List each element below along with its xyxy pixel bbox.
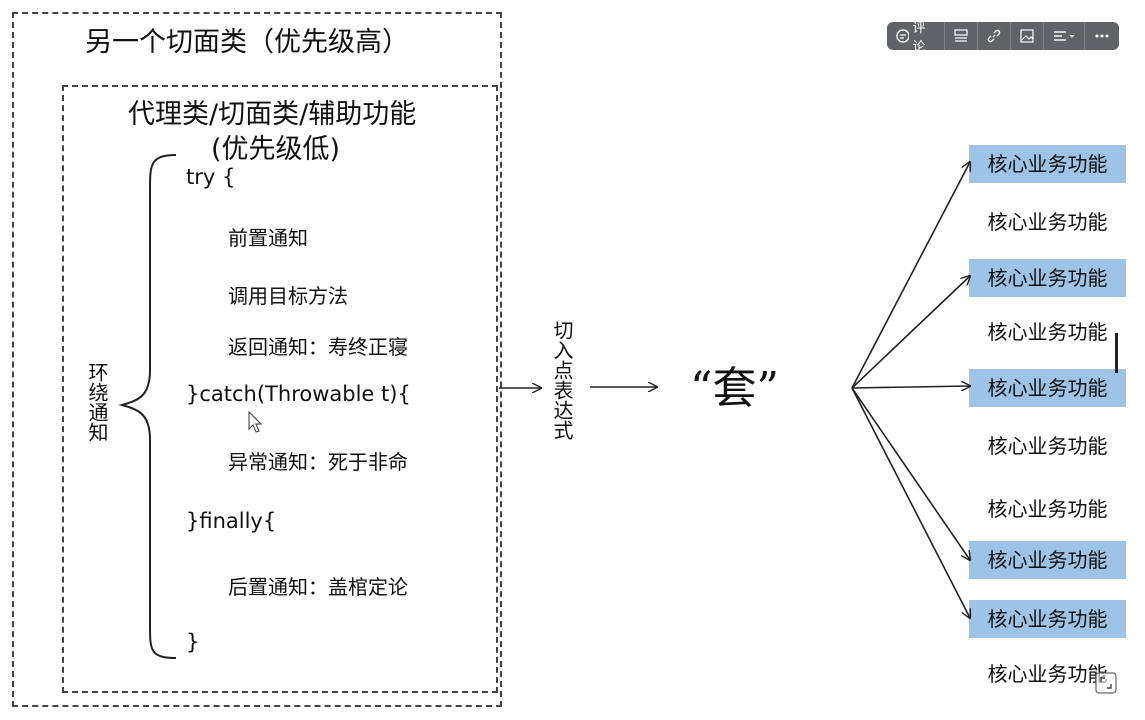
inner-aspect-subtitle: (优先级低) (211, 134, 341, 165)
business-item: 核心业务功能 (987, 662, 1108, 686)
more-button[interactable] (1085, 22, 1119, 50)
fan-arrow (851, 386, 970, 388)
scroll-indicator[interactable] (1115, 333, 1118, 373)
link-icon (987, 29, 1001, 43)
link-button[interactable] (978, 22, 1011, 50)
business-item: 核心业务功能 (969, 369, 1126, 407)
business-item: 核心业务功能 (987, 320, 1108, 344)
comment-label: 评论 (912, 21, 926, 55)
fan-arrow (851, 162, 970, 389)
image-button[interactable] (1011, 22, 1044, 50)
business-item: 核心业务功能 (987, 434, 1108, 458)
wrap-quote: “套” (690, 363, 779, 414)
comment-button[interactable]: 评论 (887, 21, 945, 55)
image-icon (1020, 29, 1034, 43)
align-button[interactable] (1044, 22, 1085, 50)
floating-toolbar: 评论 (887, 21, 1119, 55)
mouse-cursor-icon (248, 411, 263, 433)
business-item: 核心业务功能 (969, 600, 1126, 638)
align-icon (1054, 31, 1075, 41)
after-throwing-advice: 异常通知：死于非命 (228, 450, 408, 474)
list-icon (954, 29, 968, 42)
business-item: 核心业务功能 (969, 145, 1126, 183)
fan-arrow (851, 387, 970, 560)
fan-arrow (851, 387, 970, 618)
around-advice-label: 环绕通知 (85, 362, 109, 442)
business-item: 核心业务功能 (969, 541, 1126, 579)
pointcut-label: 切入点表达式 (550, 320, 574, 440)
catch-line: }catch(Throwable t){ (186, 382, 411, 406)
after-advice: 后置通知：盖棺定论 (228, 575, 408, 599)
inner-aspect-frame (62, 85, 498, 693)
invoke-target: 调用目标方法 (228, 284, 348, 308)
business-item: 核心业务功能 (987, 497, 1108, 521)
outer-aspect-title: 另一个切面类（优先级高） (85, 27, 409, 58)
fan-arrow (851, 276, 970, 389)
code-close: } (186, 630, 200, 654)
outer-aspect-frame (12, 12, 502, 707)
fullscreen-icon[interactable] (1095, 672, 1117, 694)
before-advice: 前置通知 (228, 226, 308, 250)
try-open: try { (186, 165, 236, 189)
business-item: 核心业务功能 (969, 259, 1126, 297)
more-icon (1095, 34, 1109, 38)
inner-aspect-title: 代理类/切面类/辅助功能 (128, 99, 417, 130)
list-button[interactable] (945, 22, 978, 50)
business-item: 核心业务功能 (987, 210, 1108, 234)
after-returning-advice: 返回通知：寿终正寝 (228, 335, 408, 359)
comment-icon (896, 29, 910, 43)
finally-line: }finally{ (186, 509, 277, 533)
around-brace (118, 154, 177, 659)
